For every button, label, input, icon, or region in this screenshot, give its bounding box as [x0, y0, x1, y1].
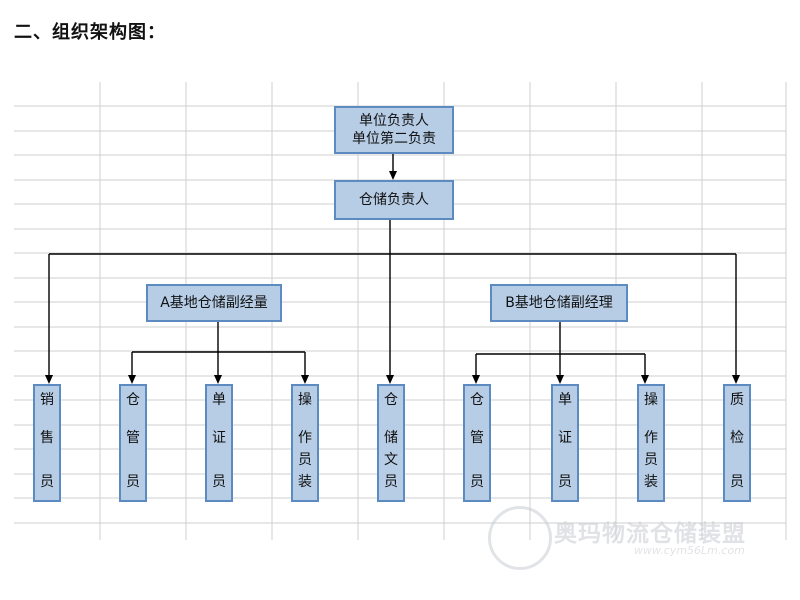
section-heading: 二、组织架构图： [14, 22, 166, 43]
staff-label-char: 员 [212, 474, 226, 490]
staff-label-char: 作 [644, 430, 658, 446]
warehouse-head-label: 仓储负责人 [359, 192, 429, 208]
staff-label-char: 检 [730, 430, 744, 446]
watermark-logo-icon [488, 506, 552, 570]
base-a-document-clerk-box: 单证员 [205, 384, 233, 502]
base-a-operator-box: 操作员装 [291, 384, 319, 502]
arrow-head-icon [389, 171, 397, 180]
unit-head-box: 单位负责人 单位第二负责 [334, 106, 454, 154]
base-b-manager-box: B基地仓储副经理 [490, 284, 628, 322]
staff-label-char: 员 [384, 474, 398, 490]
watermark-url: www.cym56Lm.com [634, 544, 745, 557]
staff-label-char: 证 [212, 430, 226, 446]
staff-label-char: 管 [470, 430, 484, 446]
base-b-manager-label: B基地仓储副经理 [505, 295, 613, 311]
warehouse-clerk-box: 仓储文员 [377, 384, 405, 502]
staff-label-char: 装 [298, 474, 312, 490]
staff-label-char: 仓 [384, 392, 398, 408]
quality-inspector-box: 质检员 [723, 384, 751, 502]
watermark: 奥玛物流仓储装盟 www.cym56Lm.com [484, 500, 784, 570]
staff-label-char: 员 [40, 474, 54, 490]
staff-label-char: 员 [470, 474, 484, 490]
staff-label-char: 员 [558, 474, 572, 490]
staff-label-char: 操 [644, 392, 658, 408]
staff-label-char: 操 [298, 392, 312, 408]
base-a-manager-box: A基地仓储副经量 [146, 284, 282, 322]
staff-label-char: 员 [126, 474, 140, 490]
staff-label-char: 单 [212, 392, 226, 408]
staff-label-char: 员 [730, 474, 744, 490]
staff-label-char: 员 [644, 452, 658, 468]
staff-label-char: 作 [298, 430, 312, 446]
staff-label-char: 质 [730, 392, 744, 408]
base-b-document-clerk-box: 单证员 [551, 384, 579, 502]
arrow-head-icon [128, 375, 136, 384]
unit-head-label: 单位负责人 [359, 113, 429, 129]
arrow-head-icon [45, 375, 53, 384]
base-a-manager-label: A基地仓储副经量 [160, 295, 268, 311]
staff-label-char: 员 [298, 452, 312, 468]
sales-staff-box: 销售员 [33, 384, 61, 502]
staff-label-char: 单 [558, 392, 572, 408]
staff-label-char: 储 [384, 430, 398, 446]
staff-label-char: 售 [40, 430, 54, 446]
arrow-head-icon [386, 375, 394, 384]
arrow-head-icon [641, 375, 649, 384]
staff-label-char: 仓 [470, 392, 484, 408]
staff-label-char: 证 [558, 430, 572, 446]
base-a-warehouse-keeper-box: 仓管员 [119, 384, 147, 502]
watermark-title: 奥玛物流仓储装盟 [554, 521, 746, 547]
staff-label-char: 装 [644, 474, 658, 490]
base-b-warehouse-keeper-box: 仓管员 [463, 384, 491, 502]
arrow-head-icon [301, 375, 309, 384]
staff-label-char: 管 [126, 430, 140, 446]
base-b-operator-box: 操作员装 [637, 384, 665, 502]
arrow-head-icon [556, 375, 564, 384]
staff-label-char: 文 [384, 452, 398, 468]
warehouse-head-box: 仓储负责人 [334, 180, 454, 220]
arrow-head-icon [472, 375, 480, 384]
staff-label-char: 仓 [126, 392, 140, 408]
arrow-head-icon [732, 375, 740, 384]
arrow-head-icon [214, 375, 222, 384]
staff-label-char: 销 [40, 392, 54, 408]
unit-second-head-label: 单位第二负责 [352, 131, 436, 147]
